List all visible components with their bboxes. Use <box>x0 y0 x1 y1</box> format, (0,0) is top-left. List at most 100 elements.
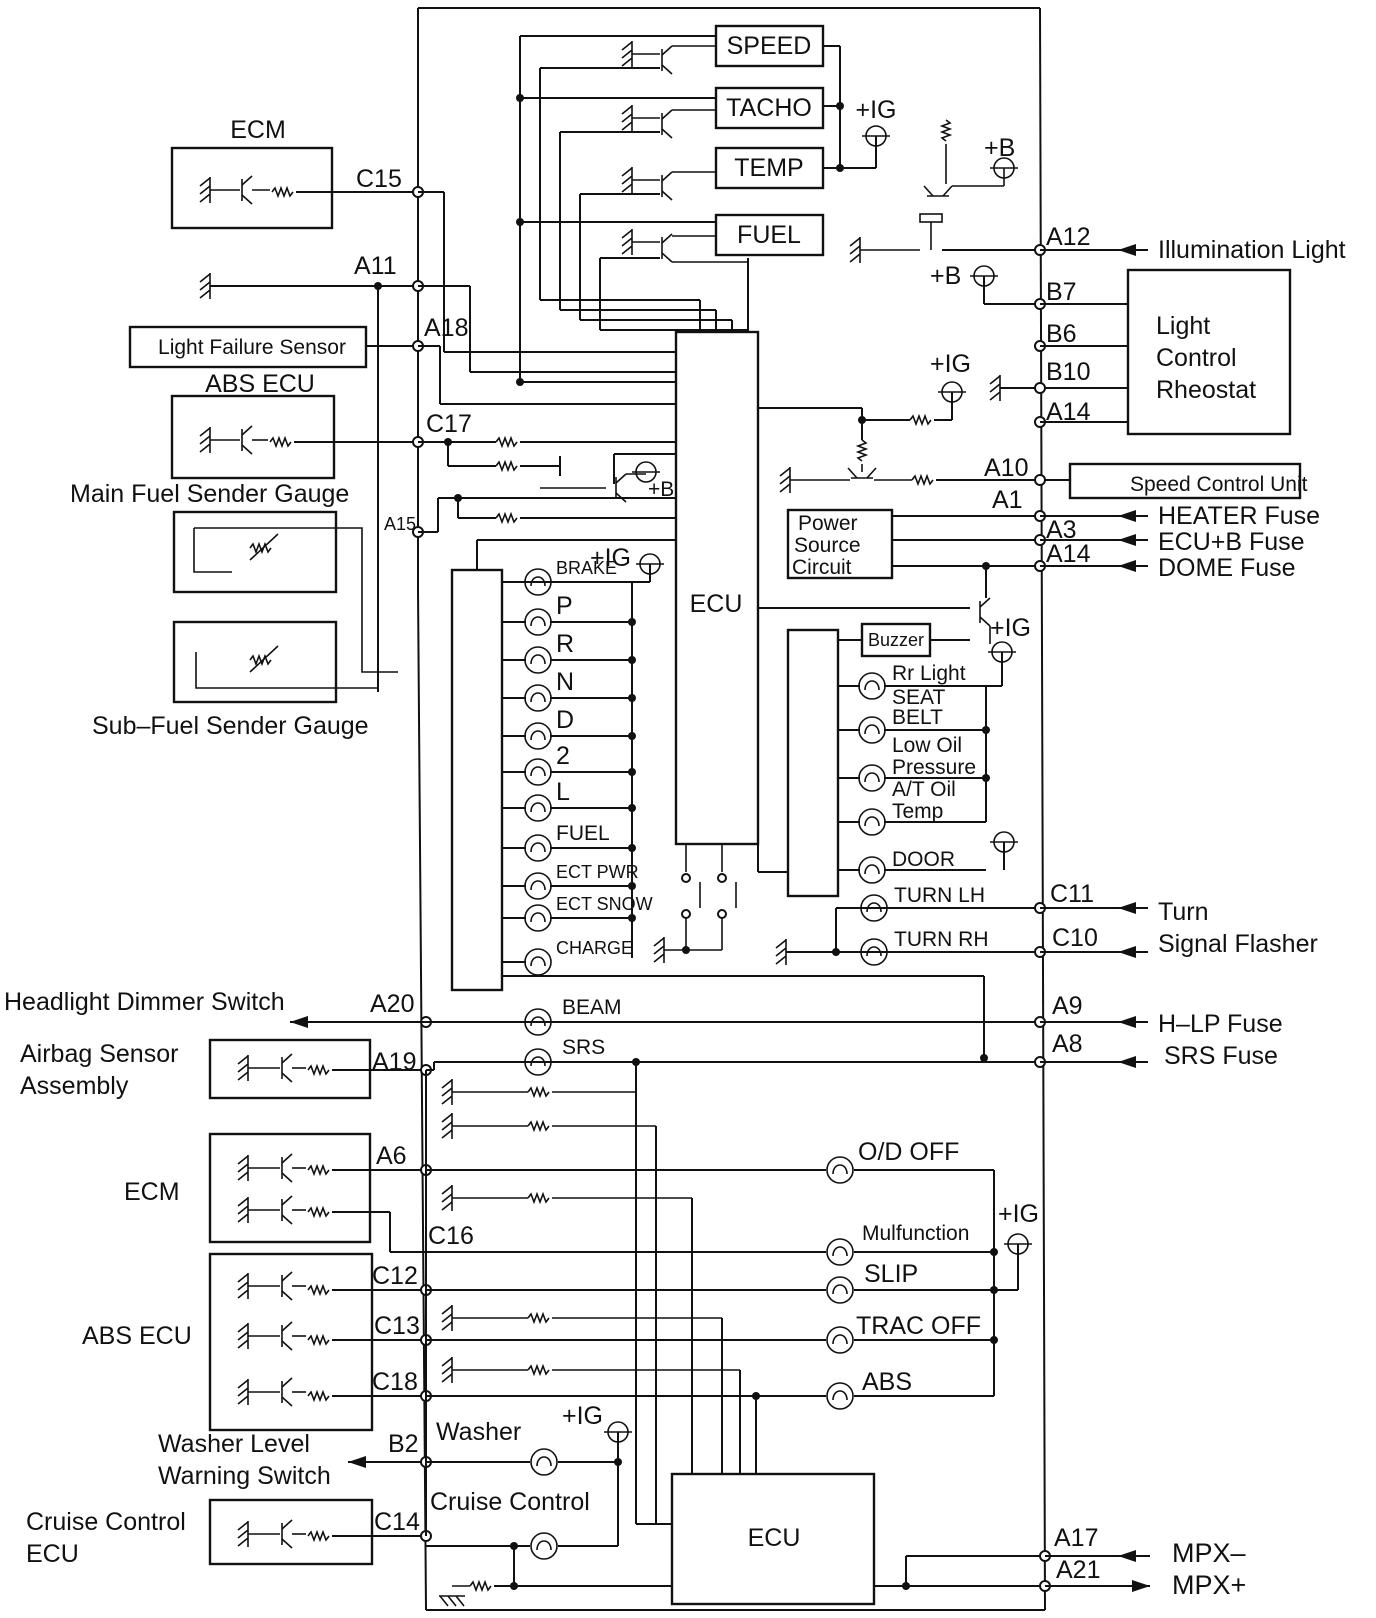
heater-fuse-label: HEATER Fuse <box>1158 502 1320 530</box>
transistor-icon <box>661 233 673 263</box>
internal-diagnostic-lines <box>441 1062 741 1525</box>
upper-ecu-box <box>674 330 760 846</box>
ect-pwr-label: ECT PWR <box>556 862 639 882</box>
abs-label: ABS <box>862 1368 912 1396</box>
cruise-label: Cruise Control <box>430 1488 590 1516</box>
n-bulb-icon <box>524 684 552 712</box>
washer-switch-label-2: Warning Switch <box>158 1462 331 1490</box>
abs-ecu-mid: ABS ECU <box>82 1252 426 1432</box>
buzzer-label: Buzzer <box>868 630 924 650</box>
connector-a1-label: A1 <box>992 486 1023 514</box>
ground-icon <box>989 374 1001 402</box>
two-bulb-icon <box>524 758 552 786</box>
sub-fuel-sender-label: Sub–Fuel Sender Gauge <box>92 712 369 740</box>
slip-bulb-icon <box>826 1276 854 1304</box>
rheostat-label-3: Rheostat <box>1156 376 1256 404</box>
speed-control-unit-label: Speed Control Unit <box>1130 473 1308 496</box>
ground-icon <box>441 1356 453 1384</box>
resistor-icon <box>857 439 867 462</box>
resistor-icon <box>495 513 518 523</box>
transistor-icon <box>661 171 673 201</box>
cruise-control-ecu: Cruise Control ECU <box>26 1498 426 1568</box>
transistor-icon <box>979 597 991 627</box>
connector-a10 <box>1034 474 1046 486</box>
temp-box <box>714 146 825 190</box>
ig-label-buzzer: +IG <box>990 614 1031 642</box>
light-failure-sensor-label: Light Failure Sensor <box>158 336 346 359</box>
od-off-label: O/D OFF <box>858 1138 959 1166</box>
resistor-icon <box>469 1581 492 1591</box>
tacho-label: TACHO <box>726 94 812 122</box>
lower-ig-bus: +IG <box>854 1169 1039 1397</box>
connector-b7-label: B7 <box>1046 278 1077 306</box>
connector-c15-label: C15 <box>356 165 402 193</box>
connector-b2-label: B2 <box>388 1430 419 1458</box>
ground-icon <box>849 236 861 264</box>
at-oil-2-label: Temp <box>892 800 943 823</box>
power-source-label-2: Source <box>794 534 861 557</box>
two-label: 2 <box>556 742 570 770</box>
speed-control-unit-box <box>1068 462 1302 500</box>
low-oil-1-label: Low Oil <box>892 734 962 757</box>
ground-icon <box>653 936 665 964</box>
ig-label-washer: +IG <box>562 1402 603 1430</box>
r-label: R <box>556 630 574 658</box>
resistor-icon <box>911 475 934 485</box>
ecm-mid-label: ECM <box>124 1178 180 1206</box>
connector-a21-label: A21 <box>1056 1556 1100 1584</box>
brake-label: BRAKE <box>556 558 617 578</box>
headlight-dimmer-label: Headlight Dimmer Switch <box>4 988 285 1016</box>
airbag-sensor-label-1: Airbag Sensor <box>20 1040 178 1068</box>
right-indicator-driver <box>786 628 840 898</box>
speed-label: SPEED <box>727 32 812 60</box>
cruise-ecu-label-1: Cruise Control <box>26 1508 186 1536</box>
connector-a11-label: A11 <box>354 252 397 280</box>
r-bulb-icon <box>524 646 552 674</box>
connector-a18-label: A18 <box>424 314 468 342</box>
turn-rh-label: TURN RH <box>894 928 989 951</box>
charge-label: CHARGE <box>556 938 633 958</box>
rr-light-label: Rr Light <box>892 662 966 685</box>
power-source-circuit: Power Source Circuit <box>786 508 1040 598</box>
slip-label: SLIP <box>864 1260 918 1288</box>
trac-off-label: TRAC OFF <box>856 1312 981 1340</box>
mpx-minus-label: MPX– <box>1172 1538 1246 1568</box>
connector-c18-label: C18 <box>372 1368 418 1396</box>
connector-b6-label: B6 <box>1046 320 1077 348</box>
washer-bulb-icon <box>530 1448 558 1476</box>
malfunction-label: Mulfunction <box>862 1222 969 1245</box>
cruise-bulb-icon <box>530 1532 558 1560</box>
fuel-label: FUEL <box>737 221 801 249</box>
lower-ecu-box <box>670 1472 876 1606</box>
connector-a19-label: A19 <box>372 1048 416 1076</box>
ground-icon <box>621 166 633 194</box>
turn-label-2: Signal Flasher <box>1158 930 1318 958</box>
ground-icon <box>621 228 633 256</box>
fuel-label: FUEL <box>556 822 610 845</box>
ig-label-lower: +IG <box>998 1200 1039 1228</box>
connector-b10-label: B10 <box>1046 358 1090 386</box>
seat-belt-1-label: SEAT <box>892 686 945 709</box>
turn-label-1: Turn <box>1158 898 1208 926</box>
srs-label: SRS <box>562 1036 605 1059</box>
connector-a12-label: A12 <box>1046 223 1090 251</box>
ground-icon <box>775 938 787 966</box>
ground-icon <box>199 272 211 300</box>
ecu-switches <box>653 844 737 964</box>
ig-label-left: +IG <box>590 544 631 572</box>
b-label-top: +B <box>984 134 1015 162</box>
illumination-circuit: +B <box>849 119 1040 264</box>
turn-lh-label: TURN LH <box>894 884 985 907</box>
ground-icon <box>438 1595 466 1607</box>
ecm-top-label: ECM <box>230 116 286 144</box>
connector-b10 <box>1034 382 1046 394</box>
ground-icon <box>441 1304 453 1332</box>
connector-a8-label: A8 <box>1052 1030 1083 1058</box>
ground-icon <box>621 40 633 68</box>
washer-switch-label-1: Washer Level <box>158 1430 310 1458</box>
transistor-icon <box>923 185 953 197</box>
